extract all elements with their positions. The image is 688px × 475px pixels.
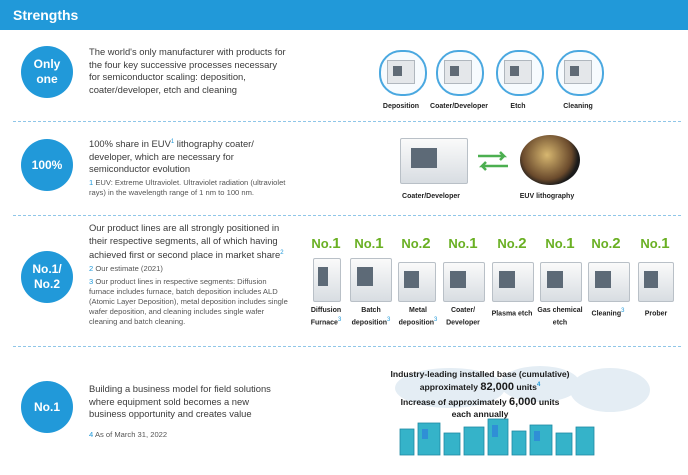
divider-1 xyxy=(13,121,681,122)
installed-base-annually: each annually xyxy=(451,409,509,419)
world-map-background xyxy=(380,360,660,420)
badge-only-one: Only one xyxy=(21,46,73,98)
badge-100-percent: 100% xyxy=(21,139,73,191)
installed-base-title: Industry-leading installed base (cumulat… xyxy=(390,369,570,379)
badge-no1: No.1 xyxy=(21,381,73,433)
cleaning-product-image xyxy=(588,262,630,302)
caption-etch: Etch xyxy=(510,103,526,110)
divider-3 xyxy=(13,346,681,347)
row4-text: Building a business model for field solu… xyxy=(89,383,271,420)
section-header: Strengths xyxy=(0,0,688,30)
diffusion-furnace-image xyxy=(313,258,341,302)
caption-diffusion-furnace: Diffusion Furnace3 xyxy=(310,307,342,326)
caption-coater-developer-3: Coater/ Developer xyxy=(446,307,480,326)
row3-footnote-3: 3 Our product lines in respective segmen… xyxy=(89,277,288,326)
row1-text: The world's only manufacturer with produ… xyxy=(89,46,286,95)
plasma-etch-image xyxy=(492,262,534,302)
gas-chemical-etch-image xyxy=(540,262,582,302)
rank-prober: No.1 xyxy=(640,235,670,252)
rank-metal-deposition: No.2 xyxy=(401,235,431,252)
rank-batch-deposition: No.1 xyxy=(354,235,384,252)
installed-base-increase: Increase of approximately 6,000 units xyxy=(400,396,560,408)
caption-euv-lithography: EUV lithography xyxy=(519,193,575,200)
installed-base-units: approximately 82,000 units4 xyxy=(419,381,541,393)
batch-deposition-image xyxy=(350,258,392,302)
caption-cleaning-2: Cleaning3 xyxy=(591,308,625,318)
caption-deposition: Deposition xyxy=(382,103,420,110)
caption-gas-chemical-etch: Gas chemical etch xyxy=(537,307,583,326)
section-title: Strengths xyxy=(13,7,79,23)
caption-coater-developer-2: Coater/Developer xyxy=(402,193,460,200)
rank-cleaning: No.2 xyxy=(591,235,621,252)
exchange-arrows-icon xyxy=(476,150,510,177)
row3-footnote-2: 2 Our estimate (2021) xyxy=(89,264,163,273)
rank-diffusion: No.1 xyxy=(311,235,341,252)
row3-text: Our product lines are all strongly posit… xyxy=(89,222,284,261)
caption-metal-deposition: Metal deposition3 xyxy=(398,307,438,326)
caption-coater-developer: Coater/Developer xyxy=(430,103,488,110)
rank-gas-chemical-etch: No.1 xyxy=(545,235,575,252)
caption-cleaning: Cleaning xyxy=(563,103,593,110)
divider-2 xyxy=(13,215,681,216)
row4-footnote: 4 As of March 31, 2022 xyxy=(89,430,168,439)
euv-wafer-image xyxy=(520,135,580,185)
cleaning-machine-image xyxy=(556,50,604,96)
row2-footnote: 1 EUV: Extreme Ultraviolet. Ultraviolet … xyxy=(89,178,286,197)
coater-developer-machine-image xyxy=(436,50,484,96)
deposition-machine-image xyxy=(379,50,427,96)
badge-no1-no2: No.1/ No.2 xyxy=(21,251,73,303)
caption-prober: Prober xyxy=(644,310,668,318)
rank-plasma-etch: No.2 xyxy=(497,235,527,252)
rank-coater-developer: No.1 xyxy=(448,235,478,252)
prober-image xyxy=(638,262,674,302)
metal-deposition-image xyxy=(398,262,436,302)
row2-text: 100% share in EUV1 lithography coater/ d… xyxy=(89,138,254,175)
caption-plasma-etch: Plasma etch xyxy=(491,310,533,318)
etch-machine-image xyxy=(496,50,544,96)
coater-developer-product-image xyxy=(443,262,485,302)
caption-batch-deposition: Batch deposition3 xyxy=(351,307,391,326)
coater-developer-image xyxy=(400,138,468,184)
